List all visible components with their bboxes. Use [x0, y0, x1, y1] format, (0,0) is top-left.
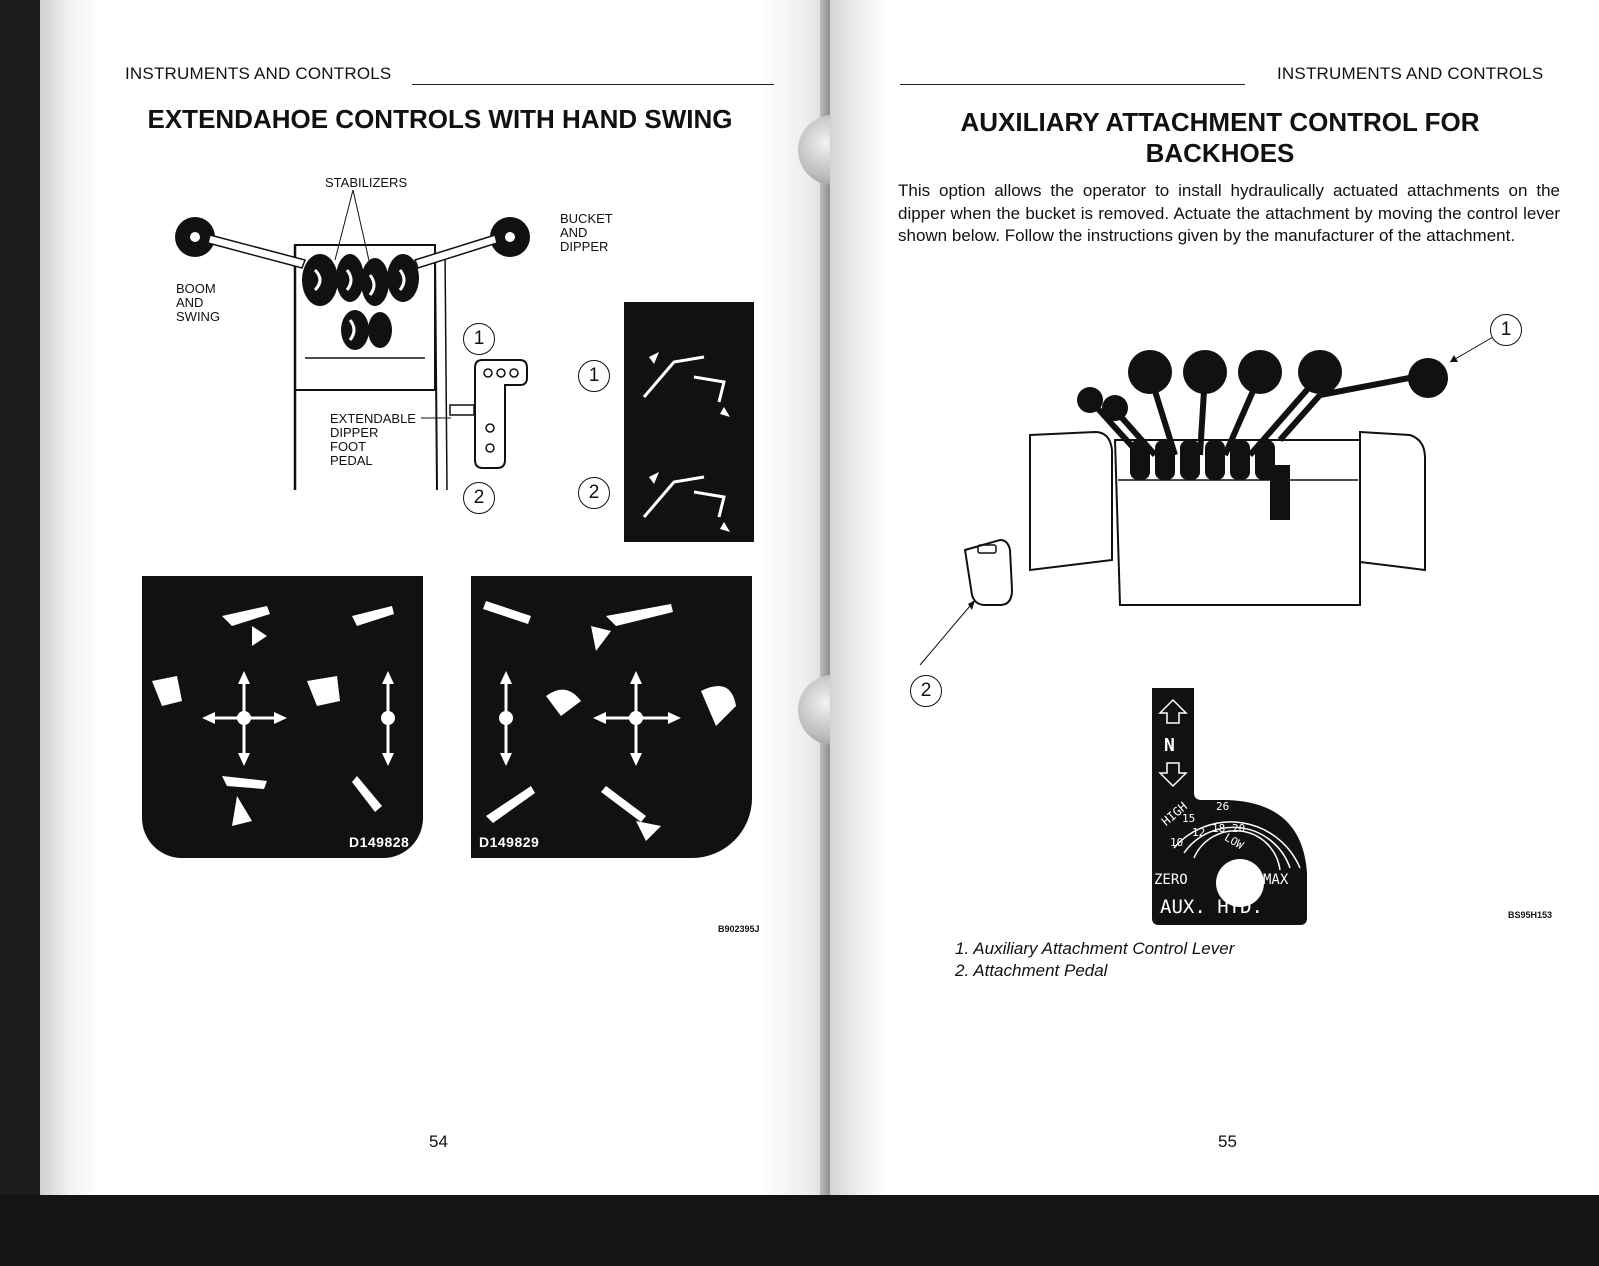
running-head-left: INSTRUMENTS AND CONTROLS	[125, 64, 392, 83]
pedal-decal	[624, 302, 754, 542]
aux-control-illustration	[919, 329, 1506, 666]
label-line: FOOT	[330, 439, 367, 454]
callout-2-decal: 2	[578, 477, 610, 509]
gauge-number-20: 20	[1232, 822, 1246, 835]
boom-swing-decal-symbols	[152, 606, 395, 826]
label-line: BOOM	[176, 281, 216, 296]
callout-2: 2	[463, 482, 495, 514]
pedal-decal-symbols	[642, 352, 730, 532]
running-head-rule-right	[900, 84, 1245, 85]
label-line: SWING	[176, 309, 221, 324]
gauge-zero: ZERO	[1154, 872, 1188, 888]
gauge-max: MAX	[1263, 872, 1289, 888]
body-paragraph: This option allows the operator to insta…	[898, 181, 1560, 245]
label-line: EXTENDABLE	[330, 411, 416, 426]
gauge-number-12: 12	[1192, 826, 1206, 839]
label-line: AND	[560, 225, 588, 240]
legend-item: 2. Attachment Pedal	[955, 961, 1108, 980]
page-number-right: 55	[1218, 1132, 1237, 1151]
figure-legend: 1. Auxiliary Attachment Control Lever 2.…	[955, 938, 1234, 982]
bucket-dipper-decal-symbols	[483, 601, 736, 841]
gauge-number-26: 26	[1216, 800, 1230, 813]
decal-code-2: D149829	[479, 834, 540, 850]
callout-2-right: 2	[910, 675, 942, 707]
label-line: PEDAL	[330, 453, 373, 468]
gauge-label: AUX. HYD.	[1160, 896, 1263, 918]
bucket-dipper-decal: D149829	[471, 576, 752, 858]
boom-swing-decal: D149828	[142, 576, 423, 858]
gauge-letter: N	[1164, 735, 1175, 756]
label-line: DIPPER	[330, 425, 379, 440]
callout-1: 1	[463, 323, 495, 355]
aux-hyd-decal	[1152, 688, 1307, 925]
label-boom-swing: BOOM AND SWING	[176, 282, 220, 324]
title-line: AUXILIARY ATTACHMENT CONTROL FOR	[960, 107, 1480, 137]
title-line: BACKHOES	[1145, 138, 1295, 168]
figure-code-right: BS95H153	[1508, 910, 1553, 920]
book-shadow	[0, 1195, 1599, 1266]
extendahoe-controls-illustration	[175, 189, 530, 491]
left-page: INSTRUMENTS AND CONTROLS EXTENDAHOE CONT…	[40, 0, 830, 1200]
page-title-right: AUXILIARY ATTACHMENT CONTROL FOR BACKHOE…	[900, 107, 1540, 169]
decal-code-1: D149828	[349, 834, 410, 850]
right-page: INSTRUMENTS AND CONTROLS AUXILIARY ATTAC…	[830, 0, 1599, 1200]
gauge-number-15: 15	[1182, 812, 1196, 825]
callout-1-decal: 1	[578, 360, 610, 392]
label-line: BUCKET	[560, 211, 613, 226]
label-line: AND	[176, 295, 204, 310]
figure-code-left: B902395J	[718, 924, 760, 934]
page-title-left: EXTENDAHOE CONTROLS WITH HAND SWING	[147, 104, 733, 134]
label-line: DIPPER	[560, 239, 609, 254]
running-head-right: INSTRUMENTS AND CONTROLS	[1277, 64, 1544, 83]
label-stabilizers: STABILIZERS	[325, 175, 408, 190]
gauge-number-10: 10	[1170, 836, 1184, 849]
label-bucket-dipper: BUCKET AND DIPPER	[560, 212, 613, 254]
legend-item: 1. Auxiliary Attachment Control Lever	[955, 939, 1235, 958]
running-head-rule	[412, 84, 774, 85]
label-foot-pedal: EXTENDABLE DIPPER FOOT PEDAL	[330, 412, 416, 468]
callout-1-right: 1	[1490, 314, 1522, 346]
gauge-number-18: 18	[1212, 822, 1226, 835]
page-number-left: 54	[429, 1132, 448, 1151]
